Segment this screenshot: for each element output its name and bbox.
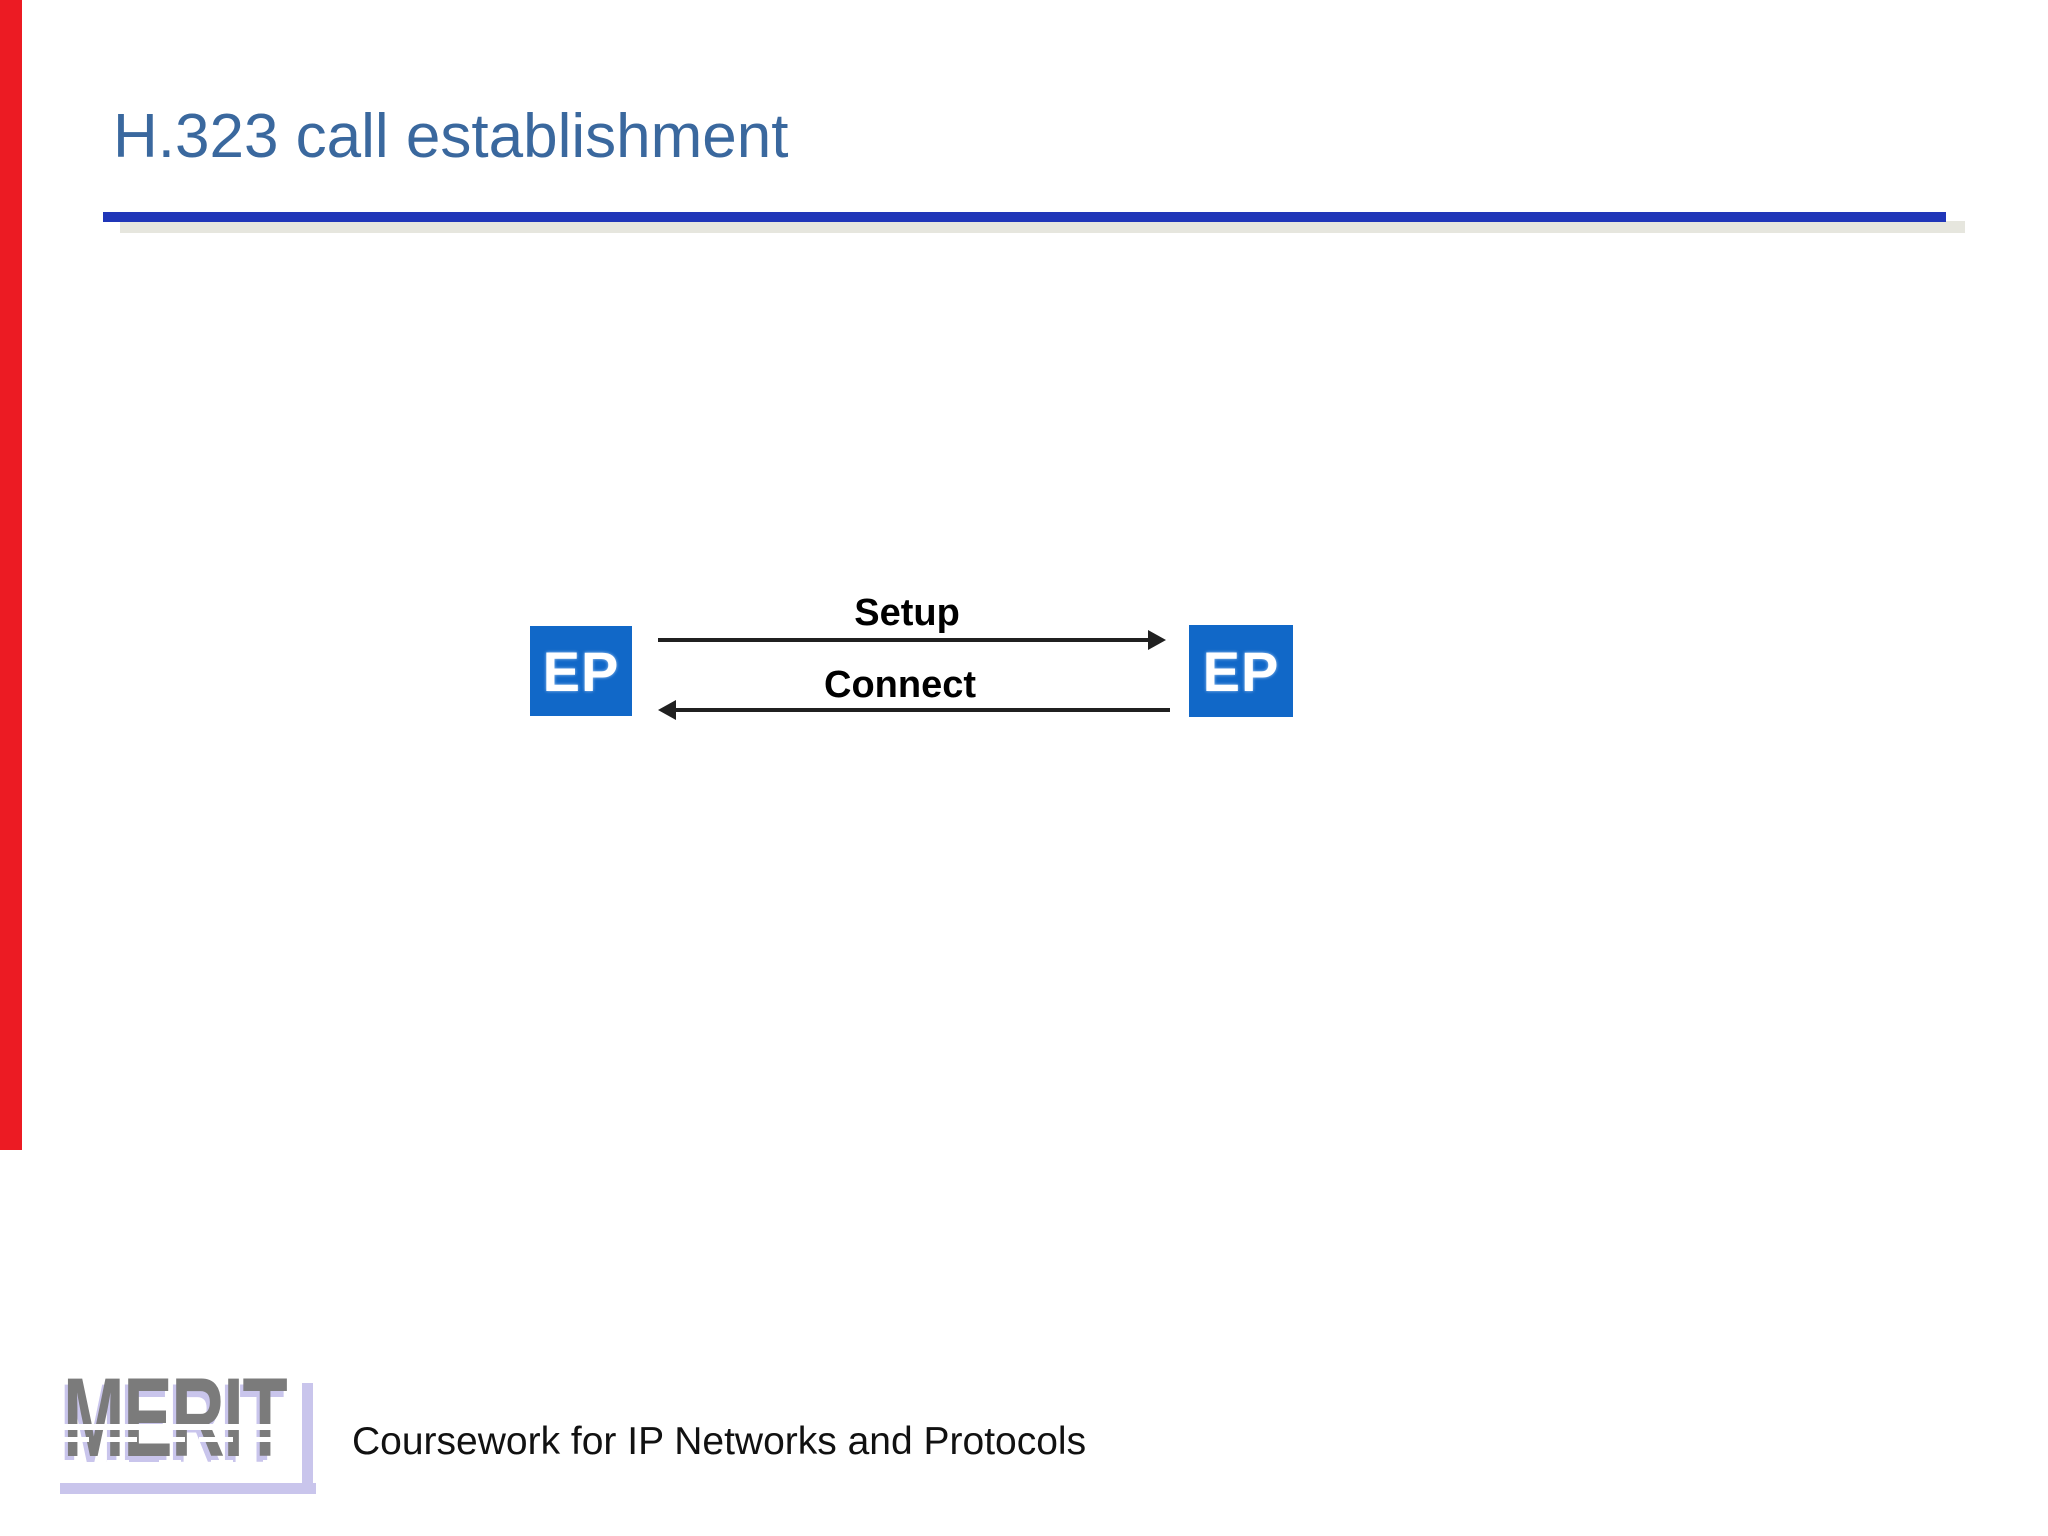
logo-frame-right: [302, 1383, 313, 1489]
logo-stencil-stripe: [55, 1424, 297, 1430]
slide-title: H.323 call establishment: [113, 102, 789, 171]
footer-caption: Coursework for IP Networks and Protocols: [352, 1420, 1087, 1463]
logo-stencil-stripe: [55, 1460, 297, 1465]
endpoint-box-left: EP: [530, 626, 632, 716]
red-accent-bar: [0, 0, 22, 1150]
logo-stencil-stripe: [55, 1437, 297, 1442]
logo-frame-bottom: [60, 1483, 316, 1494]
merit-logo: MERIT: [55, 1362, 321, 1496]
setup-arrow-line: [658, 638, 1150, 642]
left-arrowhead-icon: [658, 700, 676, 720]
title-underline-shadow: [120, 221, 1965, 233]
endpoint-label-right: EP: [1202, 639, 1280, 703]
endpoint-box-right: EP: [1189, 625, 1293, 717]
message-label-connect: Connect: [824, 664, 976, 706]
endpoint-label-left: EP: [542, 639, 620, 703]
right-arrowhead-icon: [1148, 630, 1166, 650]
title-underline: [103, 212, 1946, 222]
merit-logo-text: MERIT: [63, 1355, 288, 1480]
message-label-setup: Setup: [854, 592, 960, 634]
connect-arrow-line: [676, 708, 1170, 712]
